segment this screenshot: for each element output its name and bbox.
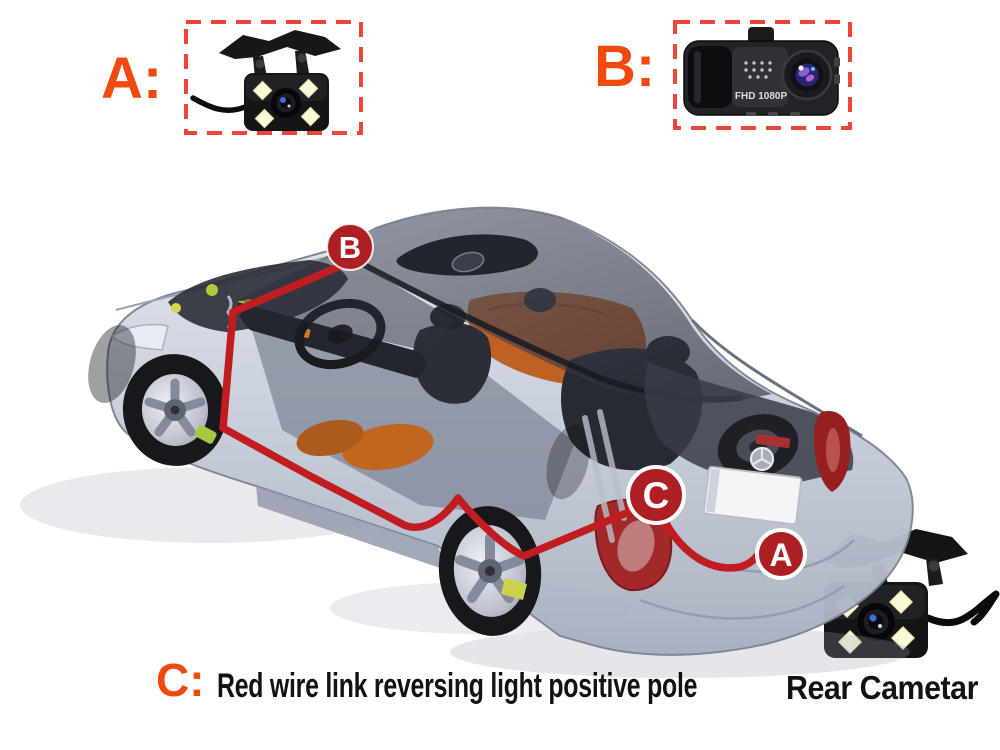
dashcam-b-box: FHD 1080P [673, 20, 852, 130]
camera-lens-glint [869, 614, 877, 622]
camera-a-box [184, 20, 363, 135]
hood-crease [115, 253, 339, 311]
mercedes-star-icon [749, 446, 775, 472]
rear-suspension-strut [582, 409, 627, 543]
far-front-wheel [88, 325, 136, 403]
sunroof-glass [396, 234, 538, 276]
tail-light-right [814, 411, 851, 492]
badge-b-letter: B [339, 230, 361, 265]
camera-bracket [219, 30, 341, 59]
camera-cable [924, 590, 1000, 627]
dashboard [237, 302, 427, 378]
headlight [110, 323, 169, 351]
tail-light-highlight [617, 520, 655, 572]
badge-c-letter: C [643, 475, 670, 516]
camera-bracket [822, 529, 968, 568]
badge-b: B [326, 223, 374, 271]
engine-bay [168, 260, 348, 332]
steering-wheel [294, 299, 386, 369]
rear-wheel [438, 506, 542, 636]
dashcam-screen-text: FHD 1080P [735, 91, 788, 102]
glass-roof [340, 208, 772, 404]
roof-side-rail [338, 249, 743, 403]
label-c: C: [156, 654, 205, 706]
brake-caliper [501, 578, 527, 600]
interior-seats [296, 288, 703, 471]
dashcam-module-highlight [694, 51, 701, 103]
dashboard-screen [297, 326, 311, 338]
red-wire [219, 258, 761, 572]
dashed-border-b [673, 20, 852, 130]
rear-camera-illustration [822, 529, 1000, 658]
rear-camera-product [822, 529, 1000, 658]
rear-camera-caption: Rear Cametar [786, 669, 978, 706]
trunk-cavity [644, 362, 854, 483]
rear-camera-a-illustration [190, 30, 341, 131]
label-a: A: [101, 46, 163, 111]
dashcam-bottom-ports [746, 112, 800, 116]
brake-caliper [194, 425, 217, 444]
dashcam-lens-glint [798, 65, 804, 71]
trunk-reflector [755, 433, 791, 449]
bracket-bolt [255, 59, 265, 69]
dashcam-mount-stub [748, 27, 774, 43]
camera-lens-spark [878, 624, 882, 628]
camera-leds [252, 78, 321, 129]
c-description-text: Red wire link reversing light positive p… [217, 667, 698, 705]
ground-shadow [20, 467, 910, 678]
dashed-border-a [184, 20, 363, 135]
camera-lens-spark [287, 104, 291, 108]
bracket-bolt [297, 53, 307, 63]
dashcam-lens-cyan [811, 67, 815, 71]
spare-tire [717, 414, 799, 478]
coil-spring [226, 295, 233, 329]
dashcam-lens-magenta [805, 74, 815, 82]
dashcam-speaker-holes [744, 61, 772, 79]
tail-light-left [594, 498, 673, 592]
front-wheel [122, 354, 228, 466]
bracket-bolt [928, 560, 940, 572]
license-plate [702, 465, 803, 526]
camera-lens-glint [280, 97, 286, 103]
trunk-lid-edge [690, 318, 863, 438]
dashcam-illustration: FHD 1080P [683, 27, 840, 116]
tail-light-highlight [826, 428, 840, 472]
badge-c: C [626, 465, 686, 525]
camera-cable [190, 95, 248, 113]
label-b: B: [594, 34, 656, 99]
cabin-floor [252, 330, 575, 520]
windshield [238, 250, 455, 352]
dashcam-side-button [834, 57, 840, 67]
rearview-mirror [451, 251, 485, 273]
dashcam-side-button [834, 74, 840, 84]
rocker-sill [256, 486, 446, 570]
far-rear-wheel [546, 424, 590, 500]
bracket-bolt [874, 567, 886, 579]
